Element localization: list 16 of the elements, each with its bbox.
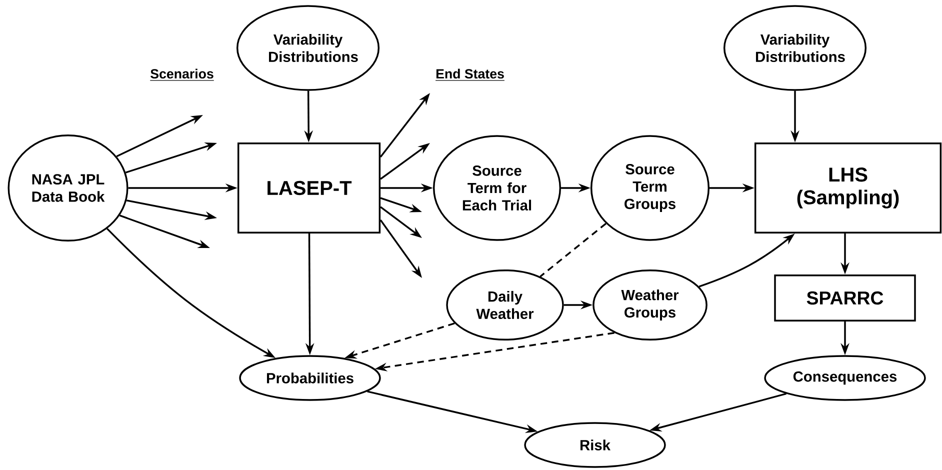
oval-node: Weather Groups: [592, 269, 708, 341]
oval-node: Source Term Groups: [590, 135, 710, 241]
section-heading: End States: [435, 68, 505, 81]
section-heading: Scenarios: [150, 68, 214, 81]
oval-node: Variability Distributions: [723, 5, 867, 91]
oval-node: Risk: [524, 422, 666, 468]
oval-node: NASA JPL Data Book: [8, 134, 128, 242]
oval-node: Probabilities: [239, 355, 381, 401]
dashed-line: [540, 222, 606, 278]
oval-node: Consequences: [764, 355, 926, 401]
process-box: LASEP-T: [237, 142, 381, 234]
oval-node: Daily Weather: [446, 269, 564, 341]
process-box: SPARRC: [774, 274, 916, 322]
oval-node: Variability Distributions: [236, 5, 380, 91]
oval-node: Source Term for Each Trial: [432, 135, 562, 241]
process-box: LHS (Sampling): [754, 142, 942, 234]
